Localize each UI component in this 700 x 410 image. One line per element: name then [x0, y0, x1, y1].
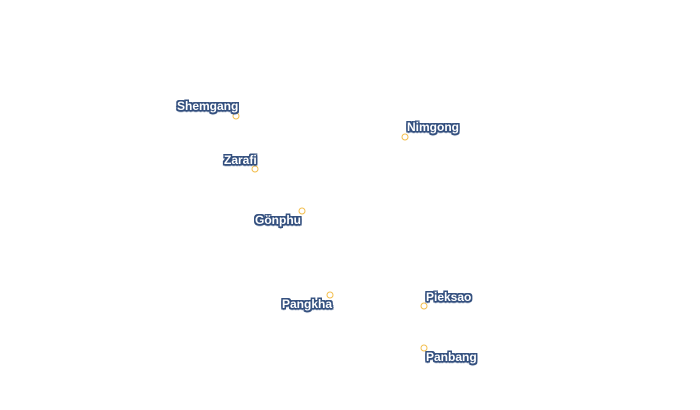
place-marker-icon — [326, 291, 334, 299]
place-label: Pangkha — [282, 297, 333, 311]
place-label: Panbang — [426, 350, 477, 364]
place-label: Gönphu — [255, 213, 301, 227]
place-label: Shemgang — [177, 99, 239, 113]
place-label: Nimgong — [407, 120, 459, 134]
place-label: Zarafi — [224, 153, 257, 167]
place-label: Pieksao — [426, 290, 472, 304]
place-marker-icon — [401, 133, 409, 141]
place-marker-icon — [420, 344, 428, 352]
place-marker-icon — [298, 207, 306, 215]
place-marker-icon — [420, 302, 428, 310]
place-marker-icon — [232, 112, 240, 120]
place-marker-icon — [251, 165, 259, 173]
